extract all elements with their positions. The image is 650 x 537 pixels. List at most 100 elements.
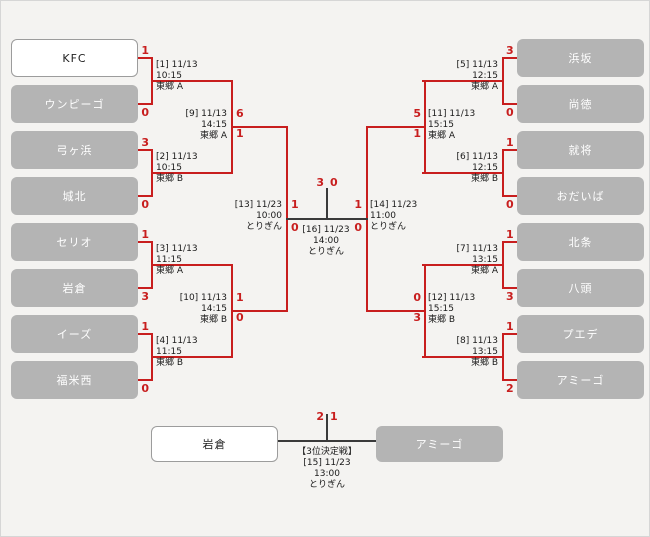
team-left-8: 福米西 — [11, 361, 138, 399]
team-left-3: 弓ヶ浜 — [11, 131, 138, 169]
match-time: 11:15 — [156, 255, 182, 265]
score-m8-bottom: 2 — [506, 382, 514, 395]
match-number-date: [5] 11/13 — [456, 60, 498, 70]
match-info-8: [8] 11/13 13:15 東郷 B — [448, 336, 498, 369]
match-time: 14:15 — [201, 120, 227, 130]
bracket-line — [502, 333, 517, 335]
score-third-right: 1 — [330, 410, 338, 423]
score-m9-bottom: 1 — [236, 127, 244, 140]
score-m13-top: 1 — [291, 198, 299, 211]
match-venue: 東郷 A — [156, 82, 184, 92]
bracket-line — [502, 149, 517, 151]
score-m2-top: 3 — [141, 136, 149, 149]
match-number-date: [3] 11/13 — [156, 244, 198, 254]
match-time: 14:15 — [201, 304, 227, 314]
score-third-left: 2 — [316, 410, 324, 423]
bracket-line — [138, 103, 153, 105]
score-m9-top: 6 — [236, 107, 244, 120]
bracket-line — [502, 103, 517, 105]
score-final-right: 0 — [330, 176, 338, 189]
third-place-team-right: アミーゴ — [376, 426, 503, 462]
bracket-line — [422, 264, 504, 266]
team-left-1: KFC — [11, 39, 138, 77]
match-venue: 東郷 A — [199, 131, 227, 141]
score-m4-bottom: 0 — [141, 382, 149, 395]
score-m7-top: 1 — [506, 228, 514, 241]
match-number-date: [12] 11/13 — [428, 293, 476, 303]
match-time: 10:15 — [156, 163, 182, 173]
bracket-line — [231, 126, 288, 128]
match-number-date: [6] 11/13 — [456, 152, 498, 162]
match-info-2: [2] 11/13 10:15 東郷 B — [156, 152, 206, 185]
third-place-info: 【3位決定戦】 [15] 11/23 13:00 とりぎん — [267, 447, 387, 491]
bracket-line — [151, 264, 233, 266]
match-number-date: [10] 11/13 — [179, 293, 227, 303]
match-time: 12:15 — [472, 163, 498, 173]
bracket-line — [151, 80, 233, 82]
match-info-12: [12] 11/13 15:15 東郷 B — [428, 293, 486, 326]
final-connector-left — [286, 218, 328, 220]
score-m12-top: 0 — [413, 291, 421, 304]
third-place-center-line — [326, 414, 328, 441]
bracket-line — [138, 195, 153, 197]
match-number-date: [13] 11/23 — [234, 200, 282, 210]
match-number-date: [9] 11/13 — [185, 109, 227, 119]
third-place-team-left: 岩倉 — [151, 426, 278, 462]
match-number-date: [11] 11/13 — [428, 109, 476, 119]
third-place-title: 【3位決定戦】 — [297, 447, 357, 457]
match-venue: とりぎん — [307, 247, 344, 257]
final-connector-right — [326, 218, 368, 220]
match-venue: 東郷 A — [428, 131, 456, 141]
third-place-connector — [278, 440, 376, 442]
match-time: 10:15 — [156, 71, 182, 81]
bracket-line — [138, 287, 153, 289]
team-left-5: セリオ — [11, 223, 138, 261]
score-m3-bottom: 3 — [141, 290, 149, 303]
score-m10-top: 1 — [236, 291, 244, 304]
score-m12-bottom: 3 — [413, 311, 421, 324]
match-time: 10:00 — [256, 211, 282, 221]
match-info-13: [13] 11/23 10:00 とりぎん — [224, 200, 282, 233]
score-m1-bottom: 0 — [141, 106, 149, 119]
match-venue: 東郷 B — [470, 174, 498, 184]
match-info-11: [11] 11/13 15:15 東郷 A — [428, 109, 486, 142]
match-venue: 東郷 B — [470, 358, 498, 368]
bracket-line — [422, 356, 504, 358]
match-time: 13:15 — [472, 255, 498, 265]
score-m4-top: 1 — [141, 320, 149, 333]
match-number-date: [4] 11/13 — [156, 336, 198, 346]
team-right-7: プエデ — [517, 315, 644, 353]
match-venue: 東郷 B — [428, 315, 456, 325]
team-right-2: 尚徳 — [517, 85, 644, 123]
match-number-date: [15] 11/23 — [303, 458, 351, 468]
match-info-10: [10] 11/13 14:15 東郷 B — [169, 293, 227, 326]
bracket-line — [366, 310, 426, 312]
team-left-2: ウンピーゴ — [11, 85, 138, 123]
match-time: 15:15 — [428, 304, 454, 314]
bracket-line — [422, 80, 504, 82]
bracket-line — [502, 287, 517, 289]
match-info-final: [16] 11/23 14:00 とりぎん — [286, 225, 366, 258]
score-m1-top: 1 — [141, 44, 149, 57]
bracket-line — [502, 195, 517, 197]
team-right-5: 北条 — [517, 223, 644, 261]
bracket-line — [502, 57, 517, 59]
match-info-9: [9] 11/13 14:15 東郷 A — [169, 109, 227, 142]
score-m13-bottom: 0 — [291, 221, 299, 234]
match-venue: とりぎん — [245, 222, 282, 232]
score-m11-bottom: 1 — [413, 127, 421, 140]
bracket-line — [138, 57, 153, 59]
match-venue: 東郷 B — [156, 174, 184, 184]
match-time: 12:15 — [472, 71, 498, 81]
match-info-5: [5] 11/13 12:15 東郷 A — [448, 60, 498, 93]
score-m14-bottom: 0 — [354, 221, 362, 234]
match-info-1: [1] 11/13 10:15 東郷 A — [156, 60, 206, 93]
team-left-4: 城北 — [11, 177, 138, 215]
match-venue: 東郷 A — [156, 266, 184, 276]
score-m8-top: 1 — [506, 320, 514, 333]
final-center-line — [326, 188, 328, 220]
bracket-line — [502, 241, 517, 243]
match-time: 11:15 — [156, 347, 182, 357]
match-time: 13:00 — [314, 469, 340, 479]
